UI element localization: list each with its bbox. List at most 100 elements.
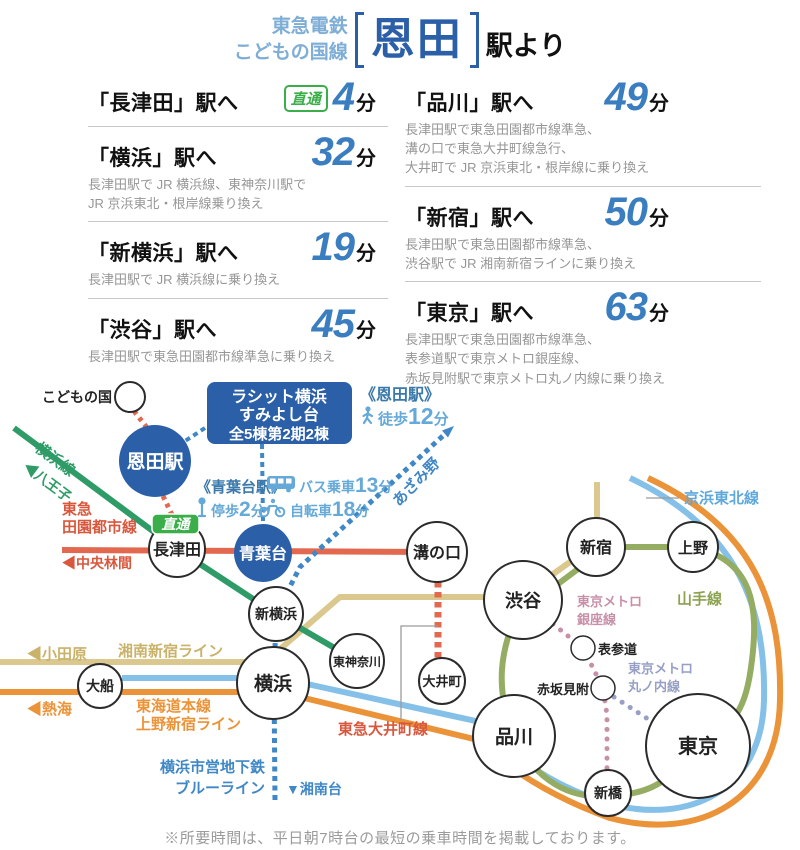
- direction-shonandai: ▼湘南台: [286, 781, 342, 797]
- railway-brand: 東急電鉄 こどもの国線: [234, 14, 348, 65]
- minutes-unit: 分: [649, 207, 669, 230]
- keihin-tohoku-label: 京浜東北線: [684, 489, 759, 507]
- property-box: ラシット横浜 すみよし台 全5棟第2期2棟: [207, 382, 352, 444]
- ginza-metro-label: 東京メトロ: [577, 594, 642, 609]
- divider: [405, 281, 761, 283]
- station-label-ueno: 上野: [678, 540, 708, 557]
- destination-label: 「長津田」駅へ: [88, 92, 239, 115]
- minutes-unit: 分: [356, 319, 376, 342]
- station-circle-ofuna: [77, 663, 123, 709]
- route-note: 長津田駅で東急田園都市線準急、 渋谷駅で JR 湘南新宿ラインに乗り換え: [405, 236, 637, 271]
- aobadai-bike-time: 自転車18分: [290, 498, 369, 521]
- svg-text:直通: 直通: [162, 516, 192, 532]
- yokohama-line: [12, 425, 359, 664]
- walk-icon: [362, 406, 374, 425]
- minutes-value: 45: [311, 301, 355, 346]
- station-circle-kodomonokuni: [114, 381, 146, 413]
- route-map: こどもの国 恩田駅 長津田 青葉台 溝の口 新横浜 東神奈川 横浜 大船 大井町…: [0, 381, 784, 828]
- page-title: 東急電鉄 こどもの国線 恩田 駅より: [0, 12, 800, 68]
- direction-azamino: あざみ野: [389, 454, 444, 510]
- destination-label: 「新宿」駅へ: [405, 206, 534, 230]
- property-name-3: 全5棟第2期2棟: [228, 425, 330, 443]
- onda-access-callout: 《恩田駅》 徒歩12分: [360, 386, 449, 429]
- station-circle-omotesando: [570, 635, 596, 661]
- station-label-tokyo: 東京: [678, 734, 718, 758]
- route-note: 長津田駅で東急田園都市線準急、 溝の口で東急大井町線急行、 大井町で JR 京浜…: [405, 122, 650, 176]
- station-circle-shinjuku: [566, 517, 626, 577]
- route-row-tokyo: 「東京」駅へ 63 分 長津田駅で東急田園都市線準急、 表参道駅で東京メトロ銀座…: [405, 287, 761, 388]
- minutes-unit: 分: [356, 243, 376, 266]
- destination-label: 「東京」駅へ: [405, 302, 534, 326]
- minutes-value: 19: [311, 225, 355, 270]
- route-row-shinyokohama: 「新横浜」駅へ 19 分 長津田駅で JR 横浜線に乗り換え: [88, 225, 388, 289]
- route-row-nagatsuta: 「長津田」駅へ 直通 4 分: [88, 75, 388, 119]
- station-circle-oimachi: [418, 657, 466, 705]
- station-label-kodomonokuni: こどもの国: [42, 389, 112, 405]
- property-connector-dashed: [180, 426, 207, 445]
- route-row-shinjuku: 「新宿」駅へ 50 分 長津田駅で東急田園都市線準急、 渋谷駅で JR 湘南新宿…: [405, 192, 761, 273]
- property-connector-dashed: [260, 443, 265, 523]
- title-suffix: 駅より: [485, 31, 567, 61]
- station-label-ofuna: 大船: [86, 678, 114, 694]
- tokaido-line: [295, 475, 784, 828]
- denentoshi-line-label: 田園都市線: [62, 518, 137, 536]
- station-circle-mizonokuchi: [406, 521, 468, 583]
- bus-icon: [267, 476, 295, 493]
- marunouchi-line-label: 丸ノ内線: [627, 679, 681, 694]
- station-circle-tokyo: [645, 693, 751, 799]
- company-name: 東急電鉄: [271, 16, 348, 38]
- line-name: こどもの国線: [233, 42, 348, 63]
- minutes-value: 32: [311, 130, 355, 174]
- route-note: 長津田駅で東急田園都市線準急、 表参道駅で東京メトロ銀座線、 赤坂見附駅で東京メ…: [405, 332, 666, 386]
- route-list-left: 「長津田」駅へ 直通 4 分 「横浜」駅へ 32 分 長津田駅で JR 横浜線、…: [88, 75, 388, 366]
- station-label-shinagawa: 品川: [495, 726, 533, 748]
- station-name: 恩田: [370, 15, 463, 64]
- subway-label-2: ブルーライン: [175, 779, 265, 797]
- route-list-right: 「品川」駅へ 49 分 長津田駅で東急田園都市線準急、 溝の口で東急大井町線急行…: [405, 77, 761, 388]
- bicycle-icon: [258, 498, 286, 518]
- station-circle-ueno: [667, 521, 719, 573]
- destination-label: 「品川」駅へ: [405, 92, 534, 115]
- tokyu-label: 東急: [62, 500, 92, 518]
- right-bracket-icon: [469, 12, 479, 68]
- onda-walk-time: 徒歩12分: [377, 403, 449, 429]
- station-label-shimbashi: 新橋: [594, 785, 623, 801]
- station-circle-shinyokohama: [248, 586, 304, 642]
- route-row-yokohama: 「横浜」駅へ 32 分 長津田駅で JR 横浜線、東神奈川駅で JR 京浜東北・…: [88, 130, 388, 213]
- minutes-unit: 分: [649, 303, 669, 326]
- station-label-nagatsuta: 長津田: [153, 541, 201, 559]
- station-circle-shinagawa: [472, 694, 556, 778]
- property-name-1: ラシット横浜: [231, 387, 327, 406]
- minutes-value: 4: [332, 75, 355, 119]
- station-circle-onda: [119, 425, 191, 497]
- route-row-shibuya: 「渋谷」駅へ 45 分 長津田駅で東急田園都市線準急に乗り換え: [88, 301, 388, 366]
- bus-stop-icon: [197, 497, 207, 518]
- station-label-shibuya: 渋谷: [505, 590, 542, 611]
- aobadai-access-callout: 《青葉台駅》 バス乗車13分 停歩2分: [196, 474, 392, 521]
- marunouchi-metro-label: 東京メトロ: [628, 661, 693, 676]
- station-label-akasakamitsuke: 赤坂見附: [537, 682, 589, 697]
- route-note: 長津田駅で東急田園都市線準急に乗り換え: [88, 348, 336, 364]
- yamanote-label: 山手線: [677, 590, 722, 608]
- station-label-aobadai: 青葉台: [239, 544, 287, 563]
- minutes-unit: 分: [356, 93, 376, 115]
- azamino-arrow-icon: [442, 426, 454, 438]
- marunouchi-line-dotted: [611, 694, 654, 724]
- ueno-shinjuku-line-label: 上野新宿ライン: [136, 715, 241, 733]
- station-circle-akasakamitsuke: [590, 675, 616, 701]
- destination-label: 「新横浜」駅へ: [88, 242, 239, 266]
- direction-odawara: ◀小田原: [27, 646, 87, 663]
- station-label-shinyokohama: 新横浜: [255, 606, 297, 622]
- aobadai-access-station: 《青葉台駅》: [196, 478, 286, 496]
- destination-label: 「渋谷」駅へ: [88, 318, 217, 342]
- onda-access-station: 《恩田駅》: [360, 386, 440, 404]
- subway-label-1: 横浜市営地下鉄: [160, 758, 265, 776]
- station-label-mizonokuchi: 溝の口: [413, 543, 461, 562]
- direct-badge: 直通: [283, 85, 328, 112]
- divider: [88, 126, 388, 127]
- minutes-unit: 分: [356, 148, 376, 170]
- station-circle-aobadai: [234, 524, 292, 582]
- aobadai-stop-time: 停歩2分: [211, 498, 265, 521]
- route-row-shinagawa: 「品川」駅へ 49 分 長津田駅で東急田園都市線準急、 溝の口で東急大井町線急行…: [405, 77, 761, 178]
